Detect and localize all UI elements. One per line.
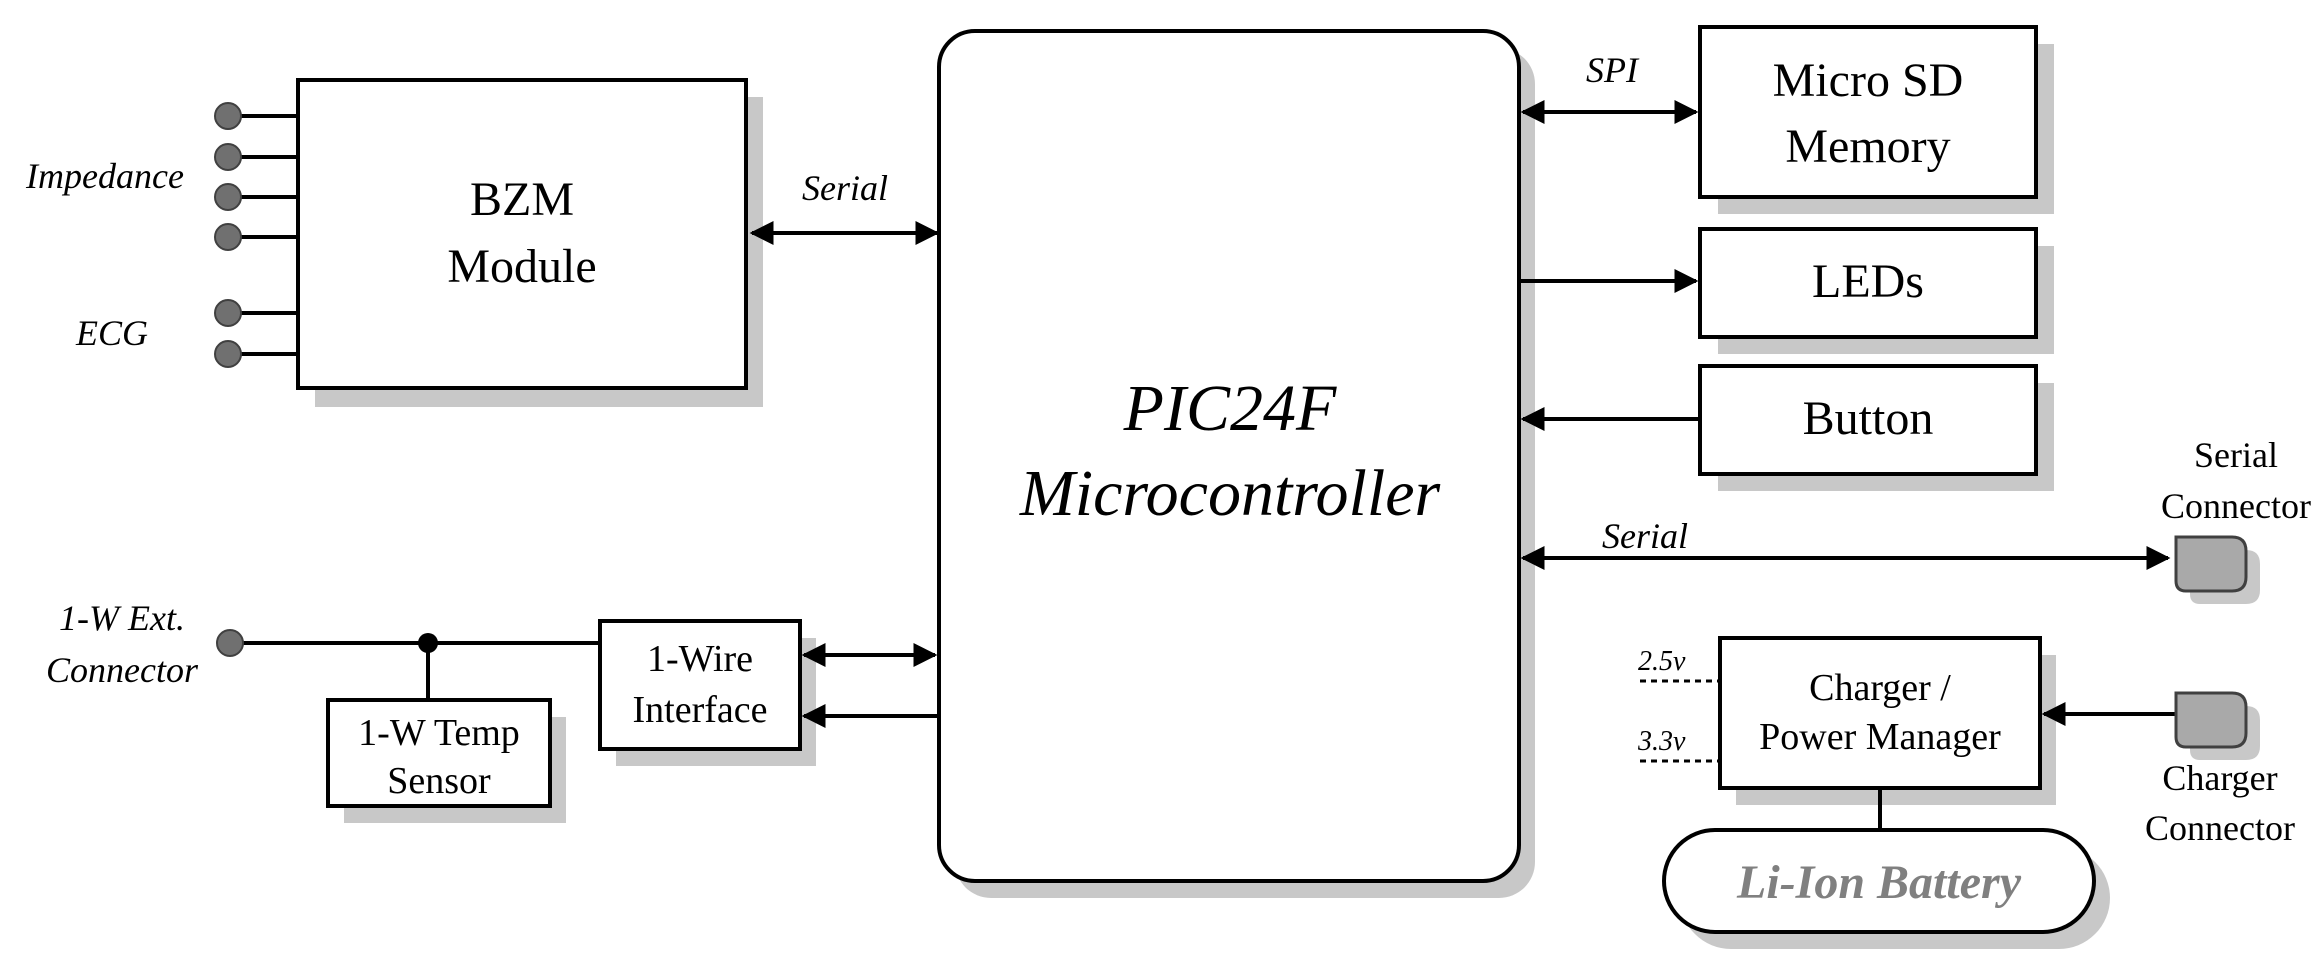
impedance-label: Impedance: [25, 156, 184, 196]
one-wire-interface: 1-Wire Interface: [598, 619, 816, 766]
button-label: Button: [1803, 392, 1934, 445]
bzm-pins: [214, 102, 298, 368]
ext-connector-line1: 1-W Ext.: [59, 598, 185, 638]
serial-label-left: Serial: [802, 168, 888, 208]
serial-connector-line1: Serial: [2194, 435, 2278, 475]
leds-block: LEDs: [1698, 227, 2054, 354]
impedance-pin-1: [214, 102, 242, 130]
impedance-pin-3: [214, 183, 242, 211]
mcu-subtitle: Microcontroller: [1019, 457, 1441, 530]
temp-sensor-title: 1-W Temp: [358, 712, 520, 754]
charger-power-manager: Charger / Power Manager: [1718, 636, 2056, 805]
ext-connector-pin: [216, 629, 244, 657]
v25-label: 2.5v: [1638, 646, 1686, 677]
serial-connector-icon: [2174, 535, 2260, 604]
bzm-title: BZM: [470, 173, 574, 226]
impedance-pin-2: [214, 143, 242, 171]
button-block: Button: [1698, 364, 2054, 491]
battery-label: Li-Ion Battery: [1736, 856, 2022, 909]
li-ion-battery: Li-Ion Battery: [1662, 828, 2110, 949]
v33-label: 3.3v: [1637, 726, 1686, 757]
bzm-subtitle: Module: [447, 240, 596, 293]
charger-connector-line1: Charger: [2162, 758, 2277, 798]
spi-label: SPI: [1586, 50, 1640, 90]
mcu-title: PIC24F: [1123, 372, 1337, 445]
one-wire-title: 1-Wire: [647, 638, 753, 680]
sd-title: Micro SD: [1773, 54, 1964, 107]
serial-label-right: Serial: [1602, 516, 1688, 556]
charger-connector-line2: Connector: [2145, 808, 2295, 848]
microcontroller: PIC24F Microcontroller: [937, 29, 1535, 898]
impedance-pin-4: [214, 223, 242, 251]
charger-subtitle: Power Manager: [1759, 716, 2001, 758]
ext-connector-line2: Connector: [46, 650, 199, 690]
leds-label: LEDs: [1812, 255, 1924, 308]
charger-connector-icon: [2174, 691, 2260, 760]
ecg-pin-2: [214, 340, 242, 368]
bzm-module: BZM Module: [296, 78, 763, 407]
one-wire-subtitle: Interface: [633, 689, 768, 731]
temp-sensor: 1-W Temp Sensor: [326, 698, 566, 823]
ecg-label: ECG: [75, 313, 148, 353]
charger-title: Charger /: [1809, 667, 1951, 709]
temp-sensor-subtitle: Sensor: [387, 760, 491, 802]
micro-sd-memory: Micro SD Memory: [1698, 25, 2054, 214]
serial-connector-line2: Connector: [2161, 486, 2311, 526]
ecg-pin-1: [214, 299, 242, 327]
sd-subtitle: Memory: [1785, 120, 1950, 173]
